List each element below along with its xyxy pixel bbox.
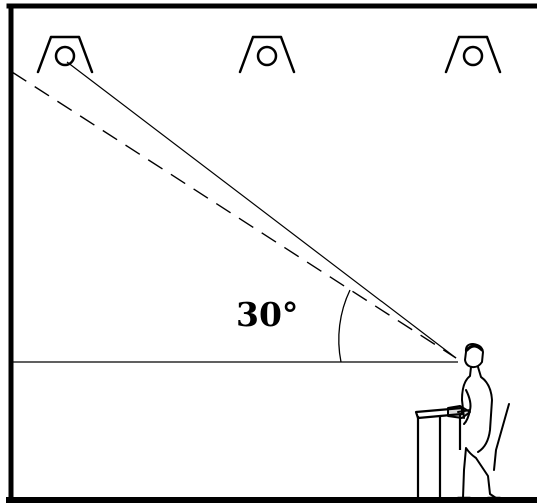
- desk: [414, 406, 464, 498]
- sight-line-to-luminaire: [66, 61, 457, 359]
- room-frame: [6, 3, 537, 503]
- luminaire-1-housing: [36, 35, 94, 74]
- chair-back: [493, 403, 510, 471]
- angle-arc: [338, 289, 351, 363]
- luminaire-1-lamp: [54, 45, 76, 67]
- luminaire-3-housing: [444, 35, 502, 74]
- luminaire-2-lamp: [256, 45, 278, 67]
- glare-limit-line-dashed: [11, 71, 457, 359]
- angle-label: 30°: [236, 295, 298, 334]
- observer-head: [464, 343, 484, 369]
- luminaire-1: [36, 35, 94, 74]
- luminaire-2-housing: [238, 35, 296, 74]
- observer-torso: [461, 366, 493, 453]
- luminaire-3-lamp: [462, 45, 484, 67]
- observer-legs: [462, 447, 497, 499]
- luminaire-2: [238, 35, 296, 74]
- observer-figure: [447, 343, 510, 500]
- luminaire-3: [444, 35, 502, 74]
- observer-hair: [465, 344, 484, 352]
